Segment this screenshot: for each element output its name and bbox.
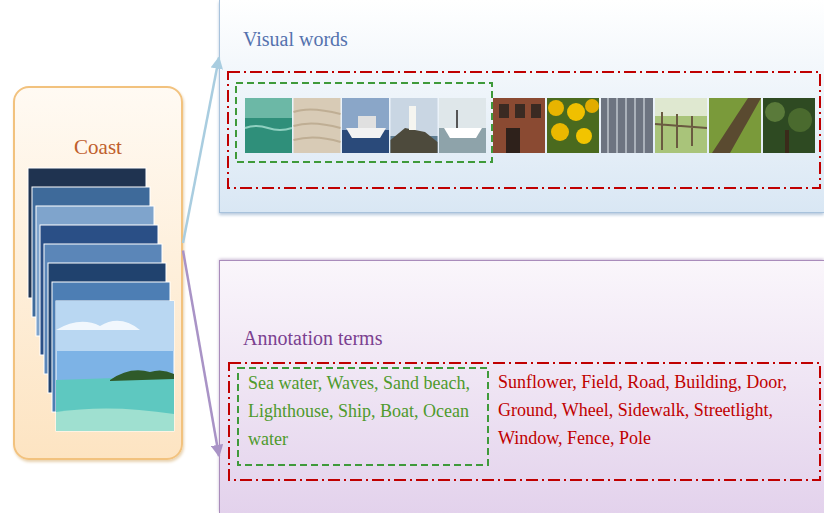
stack-image bbox=[56, 301, 174, 431]
visual-words-panel: Visual words bbox=[219, 0, 824, 213]
visual-word-lighthouse bbox=[391, 98, 438, 153]
image-detail bbox=[531, 104, 541, 118]
image-detail bbox=[712, 98, 761, 153]
image-detail bbox=[56, 321, 140, 330]
image-detail bbox=[358, 116, 376, 128]
connector-arrow bbox=[183, 251, 219, 457]
image-detail bbox=[110, 370, 174, 381]
coast-image-stack bbox=[28, 168, 174, 431]
term-group-box: Sunflower, Field, Road, Building, Door, … bbox=[228, 362, 821, 481]
related-terms-box: Sea water, Waves, Sand beach, Lighthouse… bbox=[237, 367, 489, 466]
image-detail bbox=[515, 104, 525, 118]
visual-word-ship bbox=[342, 98, 389, 153]
image-patch bbox=[601, 98, 653, 153]
image-patch bbox=[439, 128, 486, 153]
annotation-terms: Sea water, Waves, Sand beach, Lighthouse… bbox=[248, 369, 476, 453]
image-detail bbox=[444, 128, 482, 138]
visual-word-road bbox=[709, 98, 761, 153]
stack-image bbox=[40, 225, 158, 355]
image-patch bbox=[245, 98, 292, 118]
image-patch bbox=[439, 98, 486, 153]
image-patch bbox=[709, 98, 761, 153]
image-detail bbox=[765, 102, 785, 122]
stack-image bbox=[32, 187, 150, 317]
image-detail bbox=[655, 112, 707, 150]
image-detail bbox=[499, 104, 509, 118]
related-words-box bbox=[236, 83, 492, 162]
image-patch bbox=[547, 98, 599, 153]
stack-image bbox=[52, 282, 170, 412]
image-patch bbox=[391, 136, 438, 153]
image-patch bbox=[56, 301, 174, 351]
image-patch bbox=[391, 98, 438, 153]
image-detail bbox=[567, 103, 585, 121]
stack-image bbox=[44, 244, 162, 374]
image-detail bbox=[346, 128, 386, 138]
image-patch bbox=[655, 98, 707, 116]
image-detail bbox=[506, 128, 520, 153]
stack-image bbox=[36, 206, 154, 336]
image-patch bbox=[493, 98, 545, 153]
image-detail bbox=[585, 99, 599, 113]
visual-word-sunflower bbox=[547, 98, 599, 153]
visual-word-facade bbox=[601, 98, 653, 153]
panel-title: Visual words bbox=[243, 26, 543, 52]
visual-word-building bbox=[493, 98, 545, 153]
dashed-outline-rect bbox=[229, 363, 820, 480]
visual-word-sea bbox=[245, 98, 292, 153]
visual-word-boat bbox=[439, 98, 486, 153]
connector-arrow bbox=[183, 58, 219, 244]
annotation-terms-panel: Annotation termsSunflower, Field, Road, … bbox=[219, 260, 824, 513]
image-detail bbox=[608, 98, 644, 153]
image-patch bbox=[294, 98, 341, 153]
image-detail bbox=[576, 128, 592, 144]
image-patch bbox=[342, 98, 389, 153]
image-detail bbox=[551, 123, 569, 141]
image-detail bbox=[294, 109, 341, 142]
image-patch bbox=[56, 376, 174, 431]
image-detail bbox=[409, 106, 416, 130]
image-patch bbox=[655, 98, 707, 153]
image-patch bbox=[342, 130, 389, 153]
category-label: Coast bbox=[15, 134, 181, 160]
image-detail bbox=[245, 126, 292, 130]
image-detail bbox=[548, 100, 564, 116]
annotation-terms: Sunflower, Field, Road, Building, Door, … bbox=[498, 368, 803, 452]
stack-image bbox=[28, 168, 146, 298]
category-box: Coast bbox=[13, 86, 183, 460]
visual-word-sand bbox=[294, 98, 341, 153]
dashed-outline-rect bbox=[238, 368, 488, 465]
image-patch bbox=[763, 98, 815, 153]
image-detail bbox=[785, 130, 789, 153]
image-detail bbox=[788, 108, 812, 132]
visual-word-fence bbox=[655, 98, 707, 153]
visual-word-trees bbox=[763, 98, 815, 153]
image-detail bbox=[56, 408, 174, 431]
stack-image bbox=[48, 263, 166, 393]
image-detail bbox=[456, 110, 458, 128]
visual-word-group-box bbox=[228, 72, 820, 188]
panel-title: Annotation terms bbox=[243, 325, 543, 351]
image-patch bbox=[245, 98, 292, 153]
image-detail bbox=[391, 128, 438, 153]
